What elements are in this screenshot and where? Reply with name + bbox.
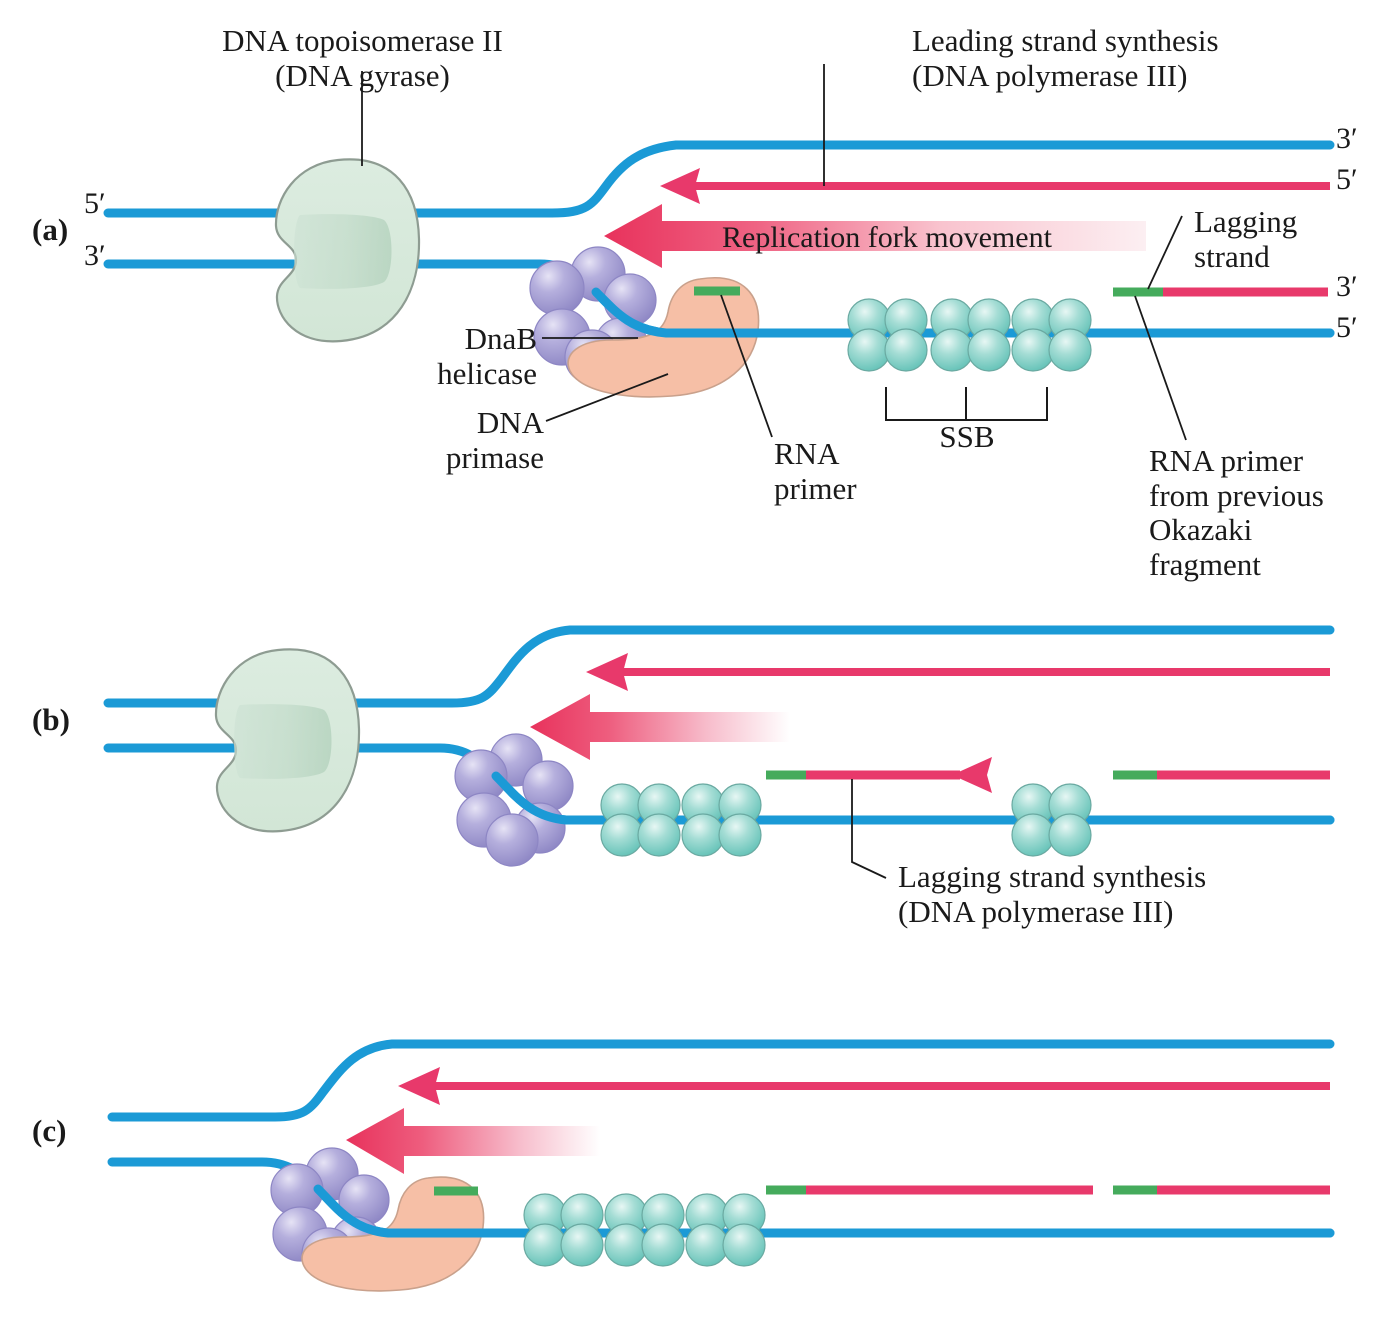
topoisomerase-label: DNA topoisomerase II (DNA gyrase) (222, 23, 503, 93)
panel-label-c: (c) (32, 1113, 67, 1148)
leading-strand-arrow-b (586, 653, 1330, 691)
panel-a-right-5prime-bottom: 5′ (1336, 311, 1358, 344)
topoisomerase-ii-shape-b (214, 648, 361, 833)
replication-fork-movement-label: Replication fork movement (722, 221, 1052, 254)
replication-fork-arrow-a (604, 204, 1146, 268)
panel-a-right-3prime-top: 3′ (1336, 122, 1358, 155)
panel-a-right-3prime-lagging: 3′ (1336, 270, 1358, 303)
ssb-label: SSB (939, 419, 995, 454)
leading-strand-label: Leading strand synthesis (DNA polymerase… (912, 23, 1219, 93)
panel-label-a: (a) (32, 212, 69, 247)
panel-a-lagging-template-overlay (591, 287, 1335, 338)
ssb-proteins-a (847, 298, 1092, 372)
dna-primase-label: DNA primase (445, 405, 544, 475)
leader-lines-a (361, 64, 1187, 441)
panel-a-right-5prime-leading: 5′ (1336, 163, 1358, 196)
rna-primer-label: RNA primer (774, 436, 857, 506)
ssb-bracket-a (885, 387, 1048, 421)
ssb-proteins-b (600, 783, 1092, 857)
leading-strand-arrow-a (660, 168, 1330, 204)
panel-b-lagging-template-overlay (491, 771, 1335, 825)
rna-primer-previous-okazaki-label: RNA primer from previous Okazaki fragmen… (1149, 443, 1324, 583)
lagging-strand-label: Lagging strand (1194, 204, 1298, 274)
okazaki-fragment-growing-b (766, 757, 992, 793)
panel-c-lagging-template-overlay (313, 1184, 1335, 1238)
ssb-proteins-c (523, 1193, 766, 1267)
panel-a-left-5prime: 5′ (84, 187, 106, 220)
replication-fork-arrow-b (530, 694, 790, 760)
topoisomerase-ii-shape-a (274, 158, 421, 343)
dnab-helicase-label: DnaB helicase (437, 321, 537, 391)
lagging-strand-synthesis-label: Lagging strand synthesis (DNA polymerase… (898, 859, 1207, 929)
replication-fork-arrow-c (346, 1108, 600, 1174)
leader-line-b (851, 779, 887, 879)
panel-label-b: (b) (32, 702, 70, 737)
panel-a-left-3prime: 3′ (84, 239, 106, 272)
leading-strand-arrow-c (398, 1067, 1330, 1105)
